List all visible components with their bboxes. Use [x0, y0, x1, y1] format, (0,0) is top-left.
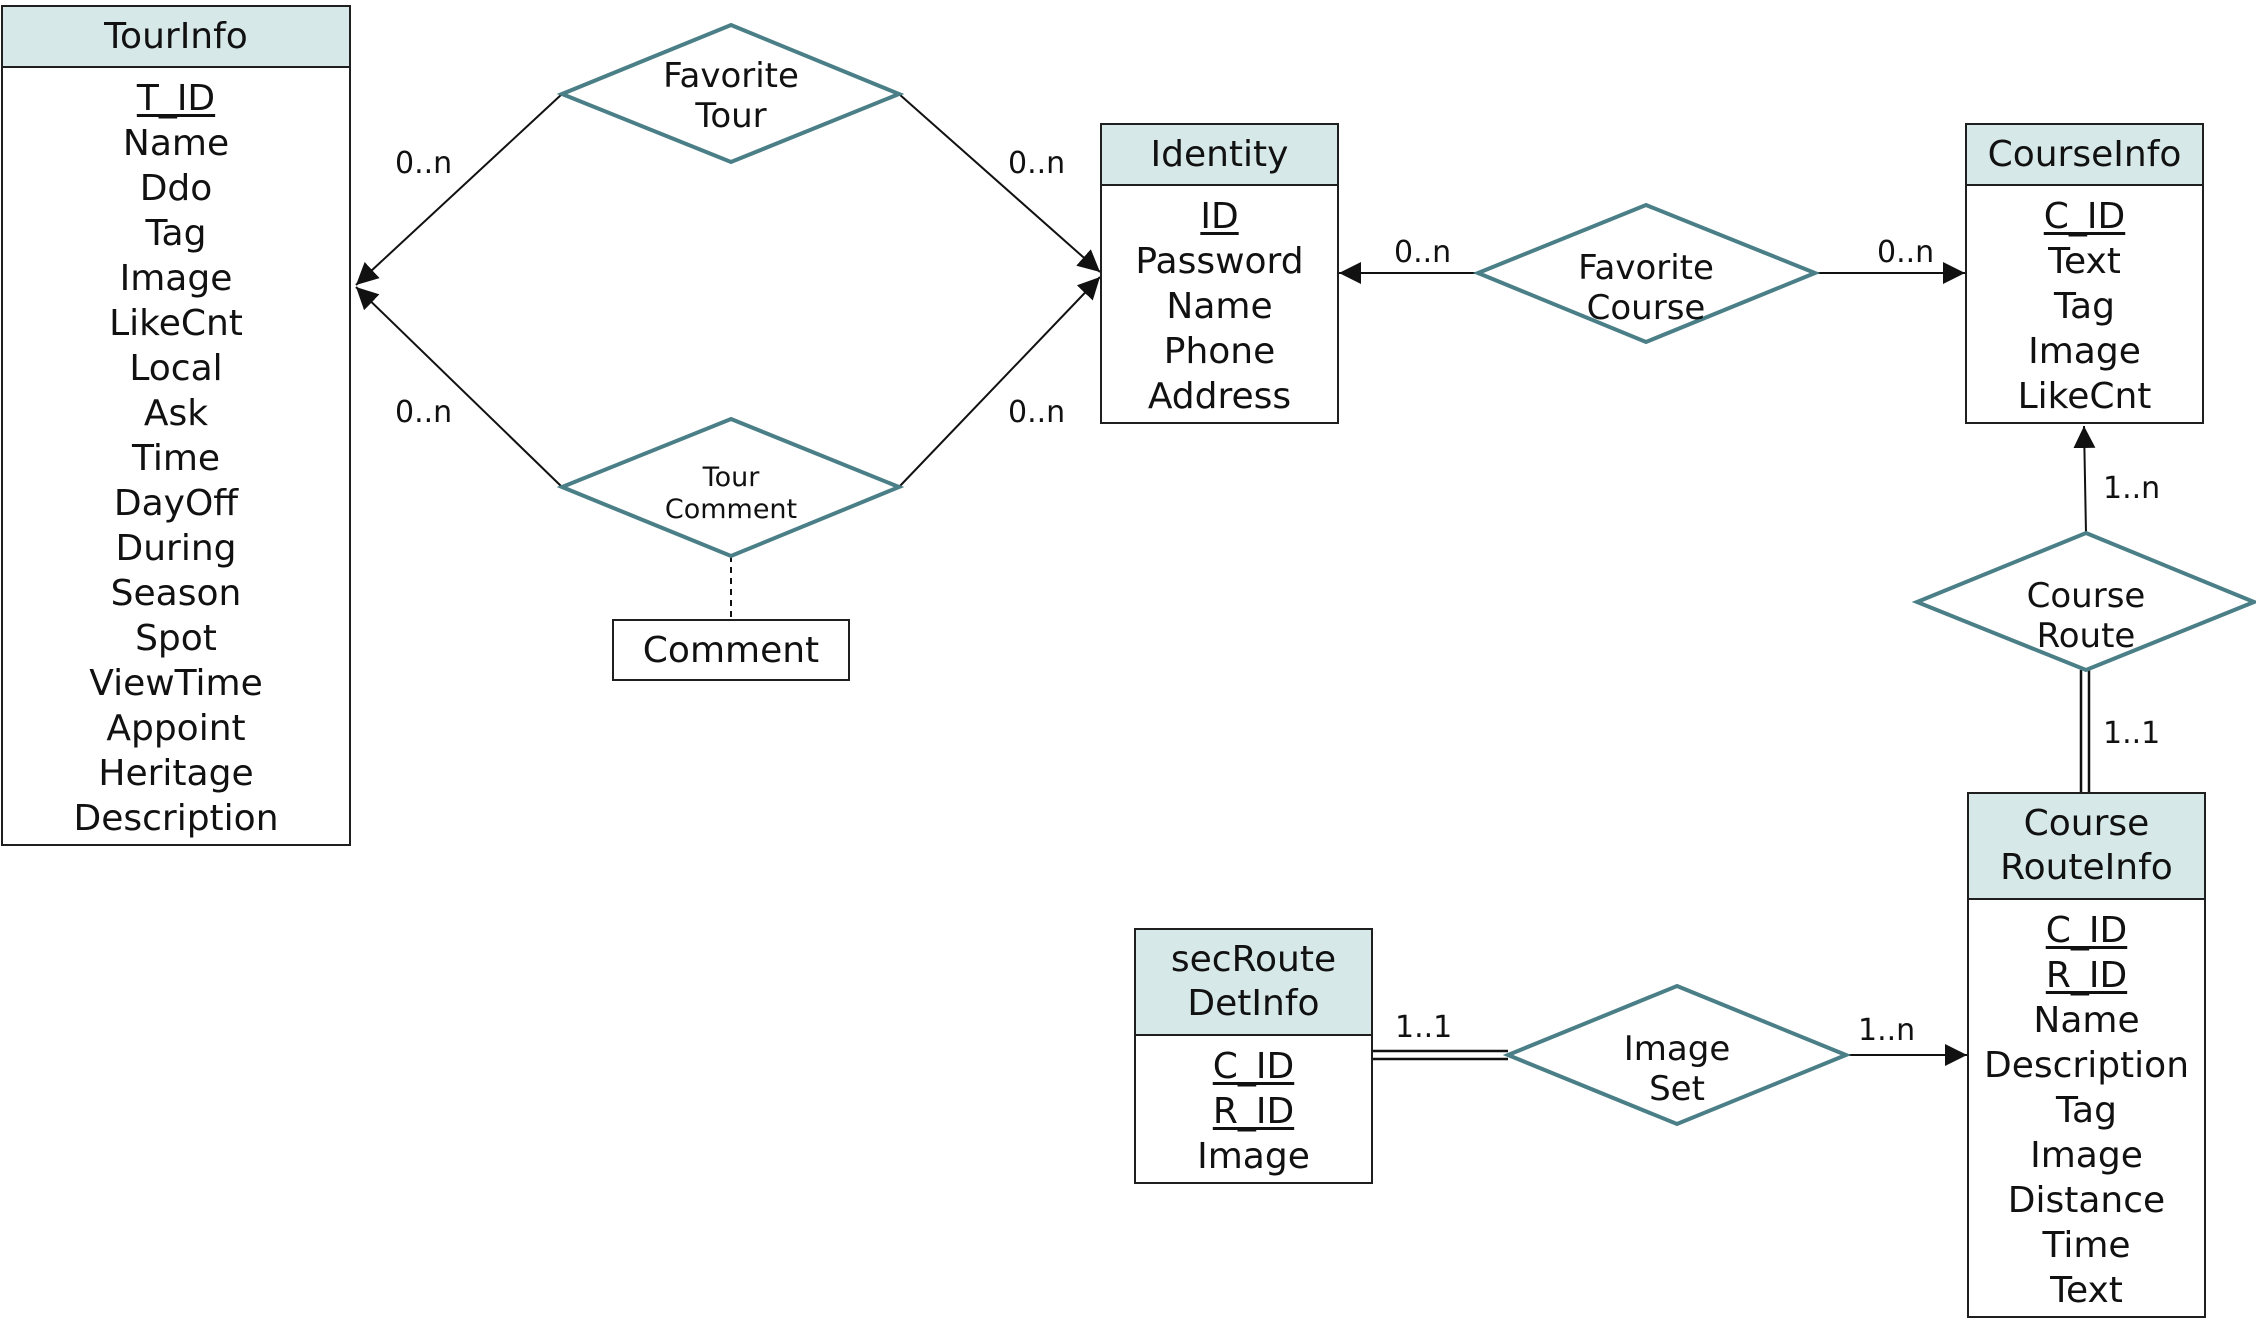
attribute: Address [1147, 376, 1292, 417]
image-set-label: Image Set [1623, 1029, 1731, 1109]
attribute-key: T_ID [136, 78, 216, 119]
attribute-key: C_ID [2043, 196, 2126, 237]
attribute-key: R_ID [2045, 955, 2128, 996]
edge-favtour-tourinfo [355, 93, 563, 286]
edge-comment-identity [898, 276, 1101, 488]
attribute: Image [1197, 1136, 1310, 1177]
course-route-label: Course Route [2026, 576, 2146, 656]
attribute: Image [2028, 331, 2141, 372]
edge-comment-tourinfo [355, 286, 563, 488]
attribute-key: C_ID [2045, 910, 2128, 951]
attribute: Password [1135, 241, 1304, 282]
edge-favtour-identity [898, 93, 1101, 273]
attribute: LikeCnt [2017, 376, 2152, 417]
attribute: Name [122, 123, 230, 164]
attribute: Name [2033, 1000, 2140, 1041]
attribute: Season [110, 573, 242, 614]
attribute-key: ID [1200, 196, 1239, 237]
attribute: Ask [143, 393, 209, 434]
favorite-course-label: Favorite Course [1578, 248, 1714, 328]
card-courseroute-courseinfo: 1..n [2103, 471, 2161, 506]
entity-tourinfo[interactable]: TourInfo T_ID Name Ddo Tag Image LikeCnt… [1, 5, 351, 846]
attribute: Description [73, 798, 279, 839]
entity-courseinfo-title: CourseInfo [1967, 125, 2202, 186]
attribute-key: R_ID [1212, 1091, 1295, 1132]
card-imageset-routeinfo: 1..n [1858, 1013, 1916, 1048]
comment-attribute-label: Comment [642, 629, 820, 671]
attribute: Text [2050, 1270, 2123, 1311]
attribute: Appoint [106, 708, 246, 749]
attribute: Name [1166, 286, 1273, 327]
favorite-tour-diamond[interactable] [556, 22, 905, 165]
entity-tourinfo-attributes: T_ID Name Ddo Tag Image LikeCnt Local As… [3, 68, 349, 841]
attribute: ViewTime [89, 663, 263, 704]
attribute-key: C_ID [1212, 1046, 1295, 1087]
entity-courserouteinfo-attributes: C_ID R_ID Name Description Tag Image Dis… [1969, 900, 2204, 1313]
image-set-diamond[interactable] [1502, 983, 1852, 1127]
edge-courseroute-courseinfo [2073, 425, 2096, 534]
card-courseroute-routeinfo: 1..1 [2103, 716, 2161, 751]
attribute: Tag [2054, 286, 2115, 327]
entity-courserouteinfo-title: Course RouteInfo [1969, 794, 2204, 900]
favorite-course-diamond[interactable] [1472, 202, 1821, 345]
attribute: Heritage [98, 753, 254, 794]
card-comment-identity: 0..n [1008, 395, 1066, 430]
entity-secroutedetinfo-attributes: C_ID R_ID Image [1136, 1036, 1371, 1179]
entity-courserouteinfo[interactable]: Course RouteInfo C_ID R_ID Name Descript… [1967, 792, 2206, 1318]
attribute: Image [119, 258, 233, 299]
attribute: LikeCnt [109, 303, 243, 344]
entity-identity[interactable]: Identity ID Password Name Phone Address [1100, 123, 1339, 424]
entity-tourinfo-title: TourInfo [3, 7, 349, 68]
attribute: Local [129, 348, 223, 389]
favorite-tour-label: Favorite Tour [663, 56, 799, 136]
card-favtour-identity: 0..n [1008, 146, 1066, 181]
attribute: Tag [145, 213, 207, 254]
course-route-diamond[interactable] [1911, 530, 2256, 673]
entity-identity-title: Identity [1102, 125, 1337, 186]
entity-courseinfo[interactable]: CourseInfo C_ID Text Tag Image LikeCnt [1965, 123, 2204, 424]
card-comment-tourinfo: 0..n [395, 395, 453, 430]
attribute: Description [1983, 1045, 2190, 1086]
attribute: During [115, 528, 237, 569]
comment-attribute-box[interactable]: Comment [612, 619, 850, 681]
attribute: Time [2042, 1225, 2131, 1266]
attribute: Time [131, 438, 221, 479]
attribute: Distance [2007, 1180, 2166, 1221]
attribute: DayOff [113, 483, 239, 524]
card-imageset-secroute: 1..1 [1395, 1010, 1453, 1045]
card-favtour-tourinfo: 0..n [395, 146, 453, 181]
entity-secroutedetinfo[interactable]: secRoute DetInfo C_ID R_ID Image [1134, 928, 1373, 1184]
attribute: Spot [135, 618, 217, 659]
entity-courseinfo-attributes: C_ID Text Tag Image LikeCnt [1967, 186, 2202, 419]
attribute: Phone [1163, 331, 1276, 372]
attribute: Ddo [139, 168, 213, 209]
card-favcourse-identity: 0..n [1394, 235, 1452, 270]
entity-secroutedetinfo-title: secRoute DetInfo [1136, 930, 1371, 1036]
tour-comment-label: Tour Comment [664, 462, 798, 525]
attribute: Text [2048, 241, 2121, 282]
entity-identity-attributes: ID Password Name Phone Address [1102, 186, 1337, 419]
attribute: Tag [2056, 1090, 2117, 1131]
tour-comment-diamond[interactable] [556, 416, 905, 559]
card-favcourse-courseinfo: 0..n [1877, 235, 1935, 270]
attribute: Image [2030, 1135, 2143, 1176]
